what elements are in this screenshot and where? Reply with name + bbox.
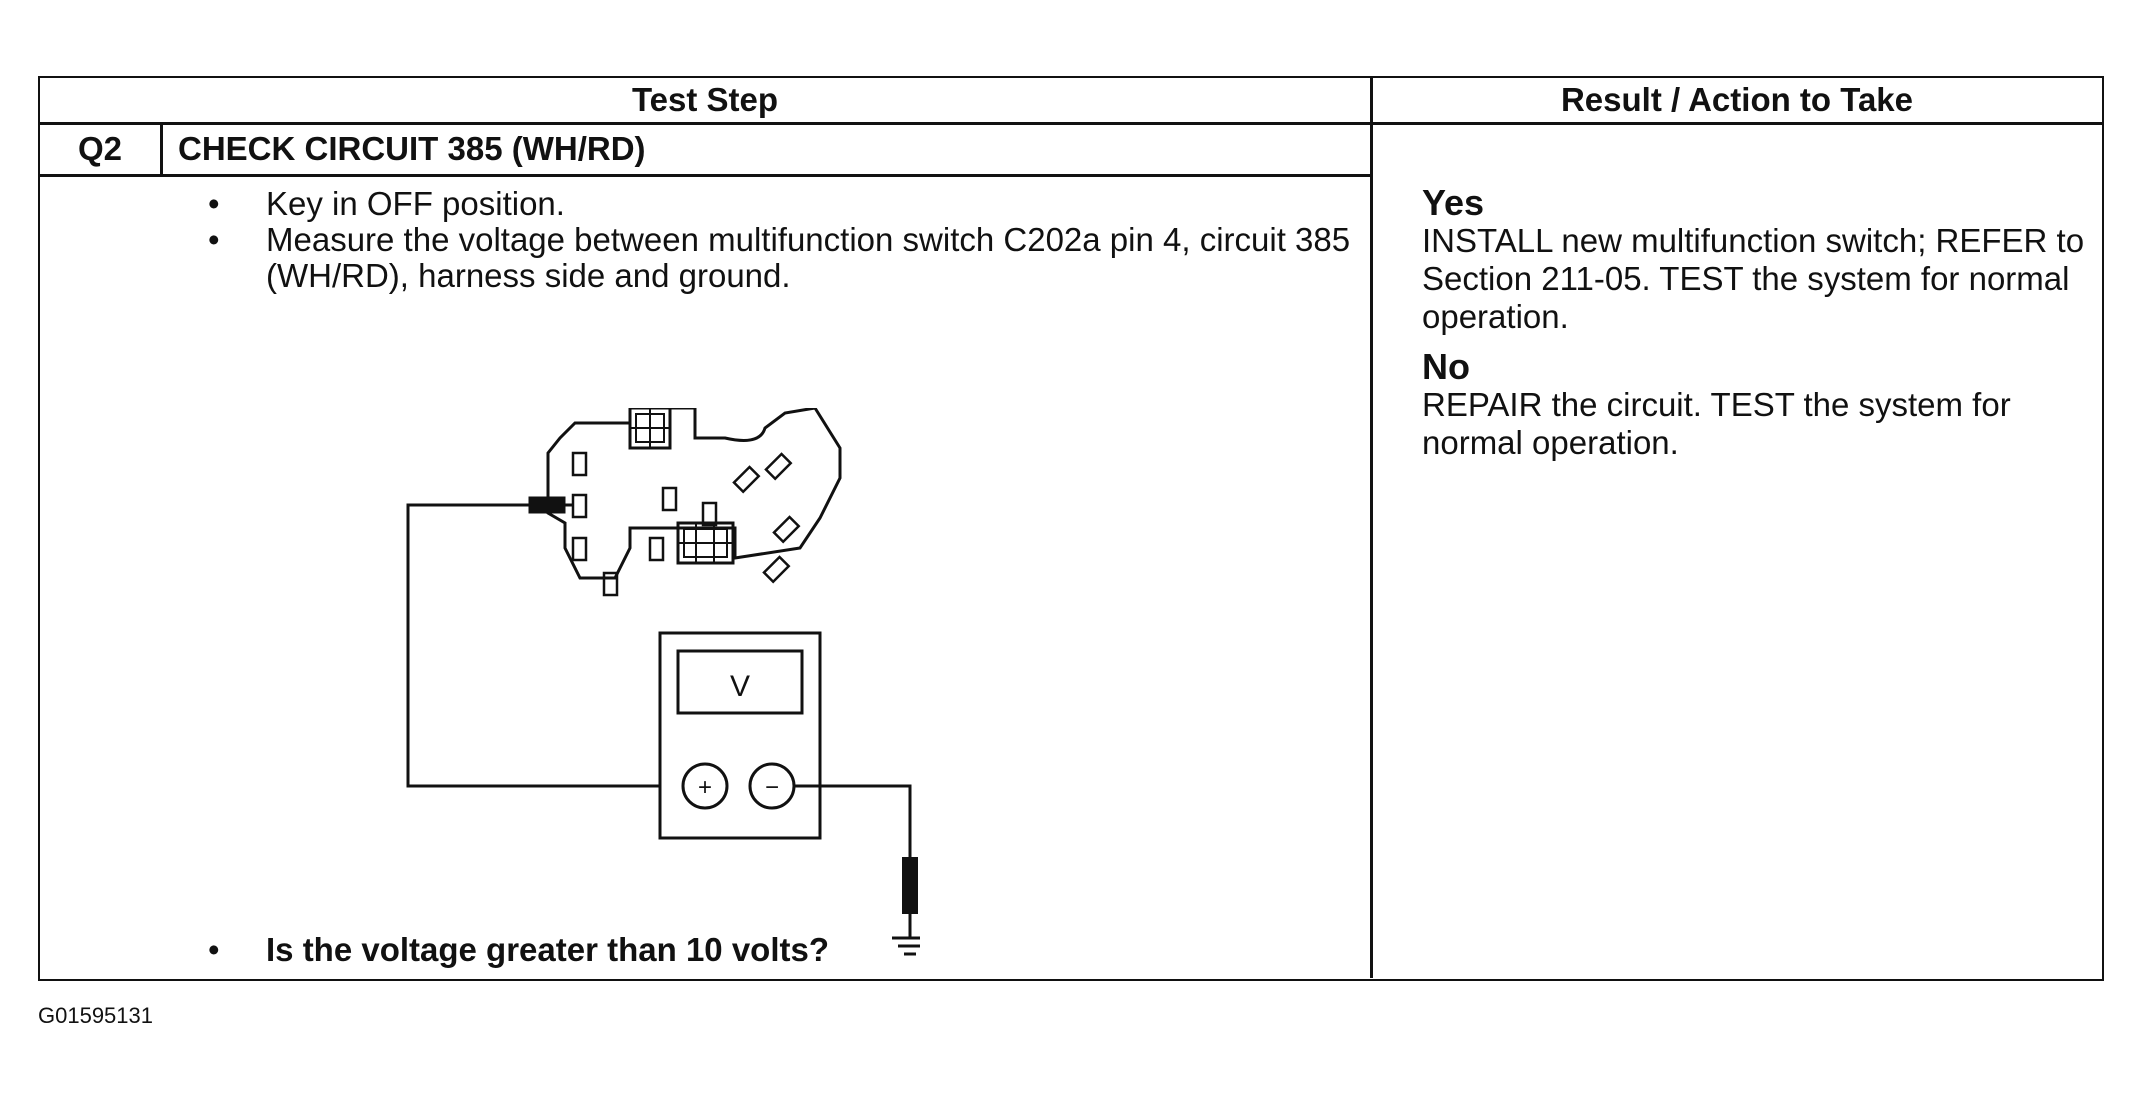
no-action: REPAIR the circuit. TEST the system for … <box>1422 386 2011 461</box>
ground-probe <box>902 857 918 914</box>
test-probe <box>528 496 573 514</box>
connector-pins <box>571 451 801 597</box>
step-row-rule <box>40 174 1371 177</box>
instruction-item: Key in OFF position. <box>170 186 1390 223</box>
header-result: Result / Action to Take <box>1560 81 1914 118</box>
step-id-divider <box>160 122 163 174</box>
figure-id: G01595131 <box>38 1003 153 1028</box>
column-divider <box>1370 78 1373 978</box>
plus-terminal <box>681 762 729 810</box>
yes-action: INSTALL new multifunction switch; REFER … <box>1422 222 2085 335</box>
plus-label: + <box>698 774 712 801</box>
step-title: CHECK CIRCUIT 385 (WH/RD) <box>178 130 646 167</box>
meter-label: V <box>730 670 750 703</box>
yes-label: Yes <box>1422 182 1485 223</box>
instruction-item: Measure the voltage between multifunctio… <box>170 222 1390 294</box>
ground-symbol-icon <box>892 936 920 956</box>
negative-lead <box>794 784 912 858</box>
header-rule <box>40 122 2102 125</box>
question-list: Is the voltage greater than 10 volts? <box>170 930 829 970</box>
no-label: No <box>1422 346 1470 387</box>
question-item: Is the voltage greater than 10 volts? <box>170 930 829 970</box>
connector-bottom-latch <box>676 521 735 565</box>
header-test-step: Test Step <box>631 81 779 118</box>
result-yes: Yes INSTALL new multifunction switch; RE… <box>1422 184 2112 336</box>
circuit-diagram: V + − <box>406 408 920 956</box>
instruction-list: Key in OFF position. Measure the voltage… <box>170 186 1390 294</box>
voltmeter: V + − <box>658 631 822 840</box>
connector-outline <box>546 408 842 580</box>
result-no: No REPAIR the circuit. TEST the system f… <box>1422 348 2112 462</box>
connector-top-latch <box>628 408 672 450</box>
minus-label: − <box>765 774 779 801</box>
diagnostic-table: Test Step Result / Action to Take Q2 CHE… <box>38 76 2104 981</box>
step-id: Q2 <box>77 130 123 167</box>
positive-lead <box>406 503 660 788</box>
